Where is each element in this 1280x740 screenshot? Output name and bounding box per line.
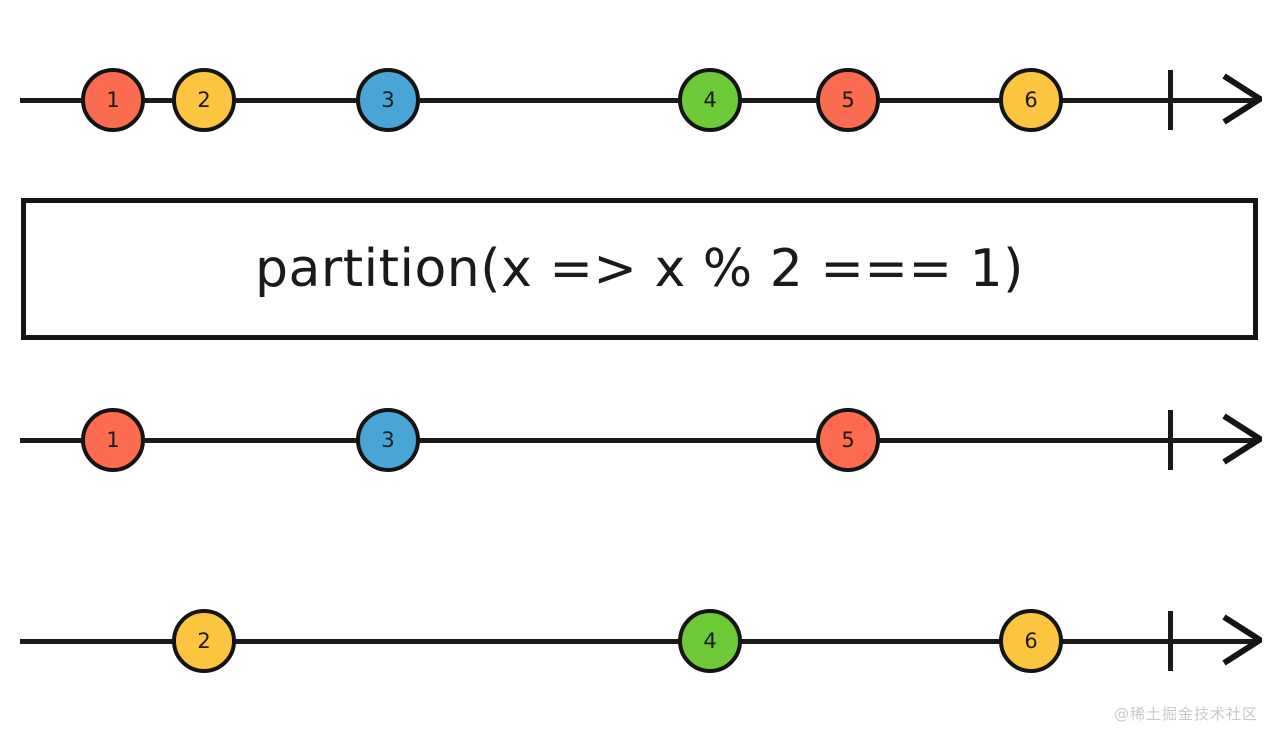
arrow-head-icon (1218, 70, 1266, 130)
timeline-even-output-stream: 2 4 6 (0, 593, 1280, 689)
marble-2[interactable]: 2 (172, 68, 236, 132)
operator-box: partition(x => x % 2 === 1) (21, 198, 1258, 340)
marble-value-label: 2 (197, 87, 211, 112)
marble-value-label: 3 (381, 87, 395, 112)
arrow-head-icon (1218, 410, 1266, 470)
marble-value-label: 5 (841, 87, 855, 112)
marble-value-label: 4 (703, 87, 717, 112)
marble-value-label: 6 (1024, 87, 1038, 112)
marble-value-label: 1 (106, 427, 120, 452)
completion-tick-icon (1168, 410, 1173, 470)
completion-tick-icon (1168, 70, 1173, 130)
marble-2[interactable]: 2 (172, 609, 236, 673)
marble-4[interactable]: 4 (678, 68, 742, 132)
watermark-label: @稀土掘金技术社区 (1113, 705, 1258, 723)
marble-5[interactable]: 5 (816, 408, 880, 472)
timeline-source-stream: 1 2 3 4 5 6 (0, 52, 1280, 148)
marble-6[interactable]: 6 (999, 609, 1063, 673)
timeline-odd-output-stream: 1 3 5 (0, 392, 1280, 488)
timeline-axis (20, 98, 1258, 103)
arrow-head-icon (1218, 611, 1266, 671)
marble-value-label: 2 (197, 628, 211, 653)
marble-4[interactable]: 4 (678, 609, 742, 673)
timeline-axis (20, 639, 1258, 644)
marble-value-label: 3 (381, 427, 395, 452)
marble-value-label: 6 (1024, 628, 1038, 653)
marble-value-label: 5 (841, 427, 855, 452)
timeline-axis (20, 438, 1258, 443)
operator-label: partition(x => x % 2 === 1) (255, 239, 1024, 299)
marble-1[interactable]: 1 (81, 408, 145, 472)
marble-6[interactable]: 6 (999, 68, 1063, 132)
completion-tick-icon (1168, 611, 1173, 671)
marble-1[interactable]: 1 (81, 68, 145, 132)
marble-3[interactable]: 3 (356, 408, 420, 472)
marble-5[interactable]: 5 (816, 68, 880, 132)
marble-3[interactable]: 3 (356, 68, 420, 132)
marble-value-label: 4 (703, 628, 717, 653)
marble-value-label: 1 (106, 87, 120, 112)
